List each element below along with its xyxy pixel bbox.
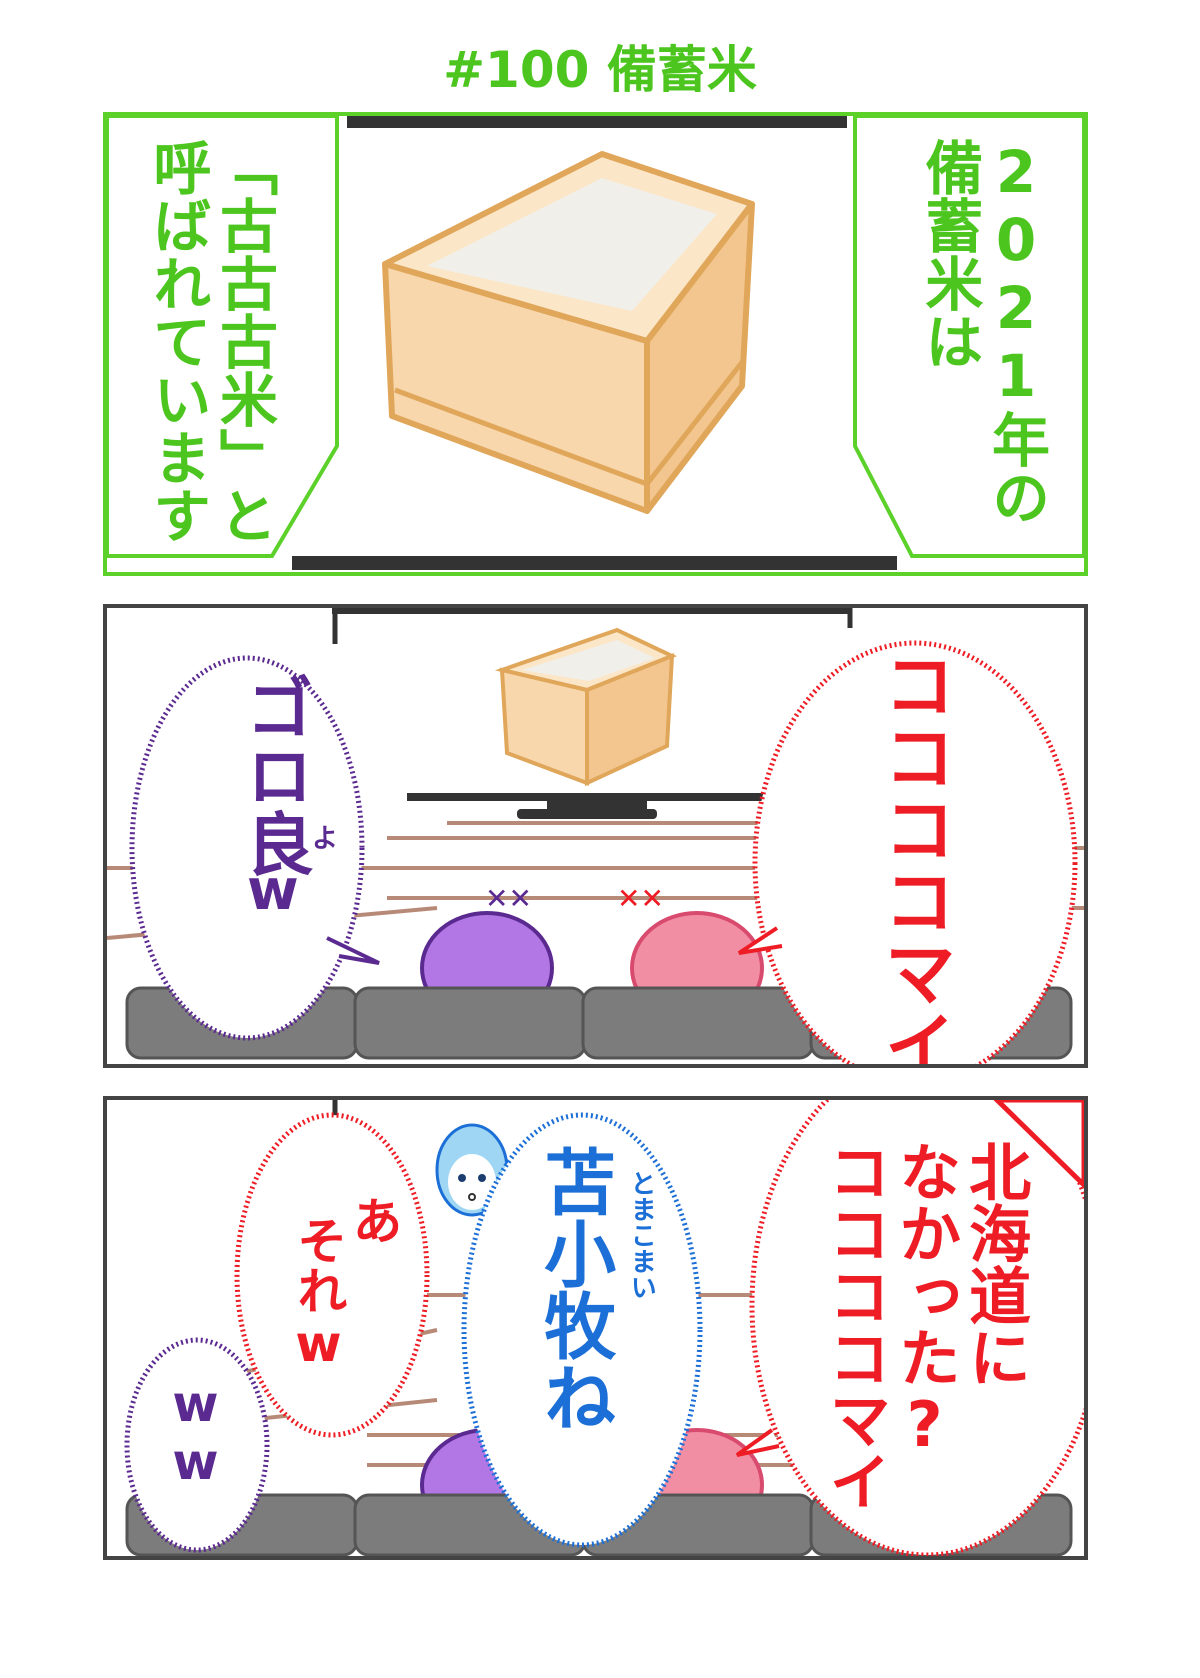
tv-screen-scene (107, 116, 1084, 570)
red-right-bubble-line3: ココココマイ (818, 1140, 892, 1512)
left-caption-frame (107, 116, 339, 558)
panel-3: ww あ それw とまこまい 苫小牧ね 北海道に なかった? ココココマイ (103, 1096, 1088, 1560)
red-bubble-text: ココココマイw (871, 648, 956, 1068)
tv-frame-top (347, 116, 847, 128)
living-room-scene: ✕✕ ✕✕ (107, 608, 1084, 1064)
tv-frame-bottom (292, 556, 897, 570)
blue-speech-bubble (461, 1112, 703, 1548)
right-caption-frame (853, 116, 1084, 558)
purple-laugh-marks: ✕✕ (485, 882, 532, 915)
red-right-bubble (749, 1100, 1084, 1556)
red-laugh-marks: ✕✕ (617, 882, 664, 915)
living-room-scene-2 (124, 1100, 1084, 1556)
rice-box-small-illustration (494, 627, 678, 787)
red-left-bubble-line2: それw (289, 1215, 348, 1373)
purple-small-bubble (124, 1337, 270, 1553)
blue-hair-character (435, 1123, 509, 1217)
purple-bubble-w: w (247, 858, 299, 923)
panel-1: 「古古古米」と呼ばれています 2021年の備蓄米は (103, 112, 1088, 576)
red-right-bubble-line2: なかった? (888, 1140, 962, 1461)
left-caption-text: 「古古古米」と呼ばれています (143, 138, 278, 544)
red-left-bubble-line1: あ (344, 1195, 403, 1245)
page-title: #100 備蓄米 (443, 41, 757, 99)
panel-2: ✕✕ ✕✕ ゴロ良 よ w ココココマイw (103, 604, 1088, 1068)
rice-box-illustration (382, 151, 755, 514)
red-right-bubble-line1: 北海道に (958, 1140, 1032, 1388)
blue-bubble-ruby: とまこまい (626, 1170, 657, 1300)
tv-illustration (332, 608, 853, 819)
purple-small-bubble-text: ww (166, 1375, 225, 1491)
purple-bubble-text: ゴロ良 (233, 673, 313, 877)
red-speech-bubble (752, 640, 1078, 1064)
right-caption-text: 2021年の備蓄米は (915, 138, 1050, 526)
purple-speech-bubble (129, 655, 365, 1041)
purple-bubble-ruby: よ (312, 824, 339, 854)
blue-bubble-text: 苫小牧ね (531, 1145, 616, 1433)
red-left-bubble (234, 1112, 430, 1438)
